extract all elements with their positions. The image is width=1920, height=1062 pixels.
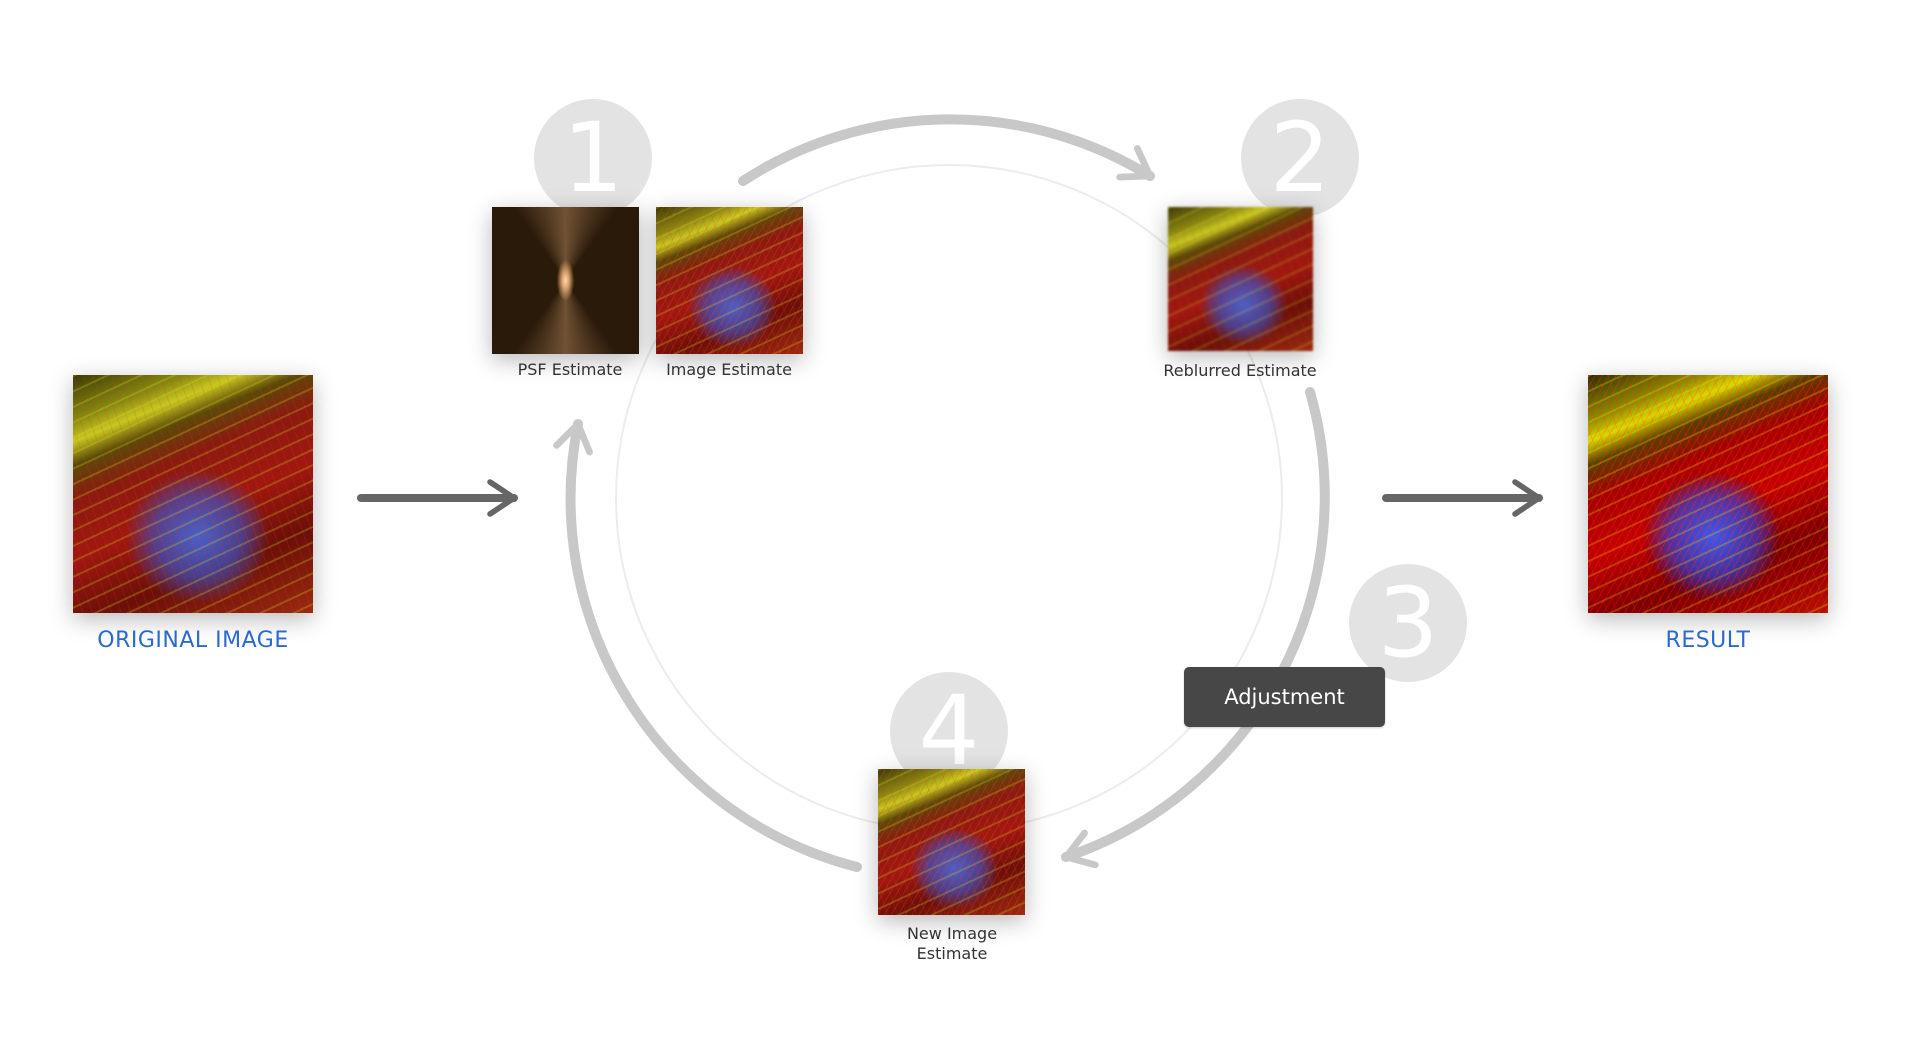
new-image-estimate-label-line1: New Image <box>906 924 998 943</box>
result-label: RESULT <box>1665 628 1751 653</box>
adjustment-button[interactable]: Adjustment <box>1184 667 1385 727</box>
reblurred-estimate-label: Reblurred Estimate <box>1163 361 1317 380</box>
step-2-badge: 2 <box>1241 99 1359 217</box>
arc-arrow-4-to-1 <box>553 419 862 872</box>
original-image <box>73 375 313 613</box>
image-estimate-image <box>656 207 803 354</box>
arc-arrow-2-to-4 <box>1061 387 1330 869</box>
original-image-label: ORIGINAL IMAGE <box>97 628 289 653</box>
image-estimate-label: Image Estimate <box>666 360 792 379</box>
psf-estimate-image <box>492 207 639 354</box>
step-3-badge: 3 <box>1349 564 1467 682</box>
new-image-estimate-image <box>878 769 1025 915</box>
psf-estimate-label: PSF Estimate <box>517 360 623 379</box>
result-image <box>1588 375 1828 613</box>
new-image-estimate-label-line2: Estimate <box>916 944 988 963</box>
new-image-estimate-label: New Image Estimate <box>852 924 1052 964</box>
arc-arrow-1-to-2 <box>738 114 1155 186</box>
reblurred-estimate-image <box>1168 207 1313 351</box>
step-1-badge: 1 <box>534 99 652 217</box>
